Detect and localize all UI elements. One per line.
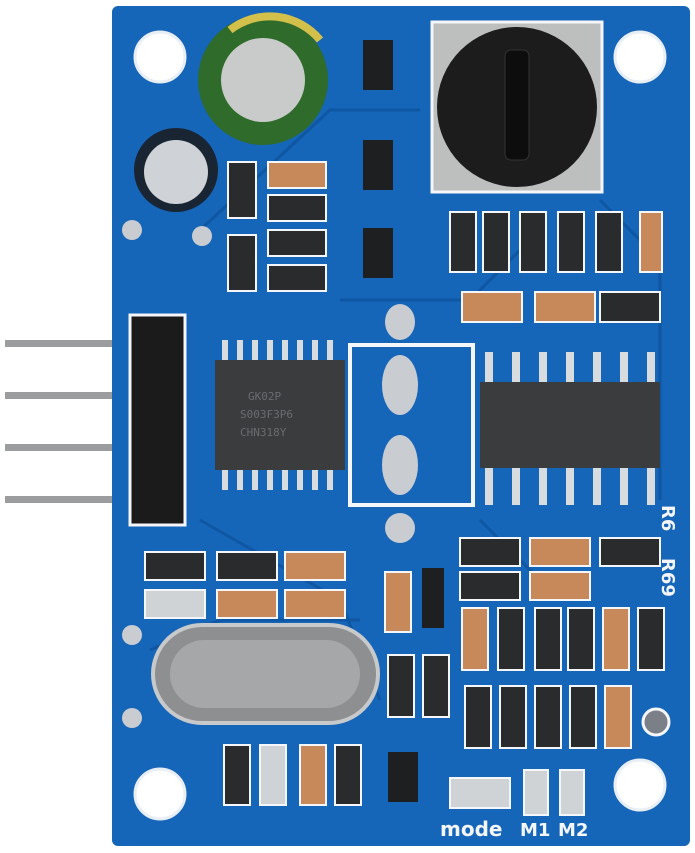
mcu-marking-line1: GK02P <box>248 390 281 403</box>
mcu-marking-line2: S003F3P6 <box>240 408 293 421</box>
small-capacitor <box>134 128 218 212</box>
mcu-chip: GK02P S003F3P6 CHN318Y <box>215 340 345 490</box>
silk-label-r6: R6 <box>657 505 678 531</box>
silk-label-m2: M2 <box>558 820 588 841</box>
smd-components <box>144 161 665 816</box>
silk-label-mode: mode <box>440 817 502 841</box>
transistors <box>363 40 444 802</box>
pin-header <box>128 313 187 527</box>
vias <box>122 220 671 737</box>
mcu-marking-line3: CHN318Y <box>240 426 287 439</box>
silk-label-r69: R69 <box>657 558 678 597</box>
electrolytic-capacitor <box>198 12 328 145</box>
silk-label-m1: M1 <box>520 820 550 841</box>
crystal-oscillator <box>151 623 380 725</box>
potentiometer <box>430 20 604 194</box>
silk-outline <box>348 343 475 507</box>
soic-chip <box>480 352 660 505</box>
header-pins <box>5 340 155 503</box>
mounting-holes <box>133 30 667 821</box>
